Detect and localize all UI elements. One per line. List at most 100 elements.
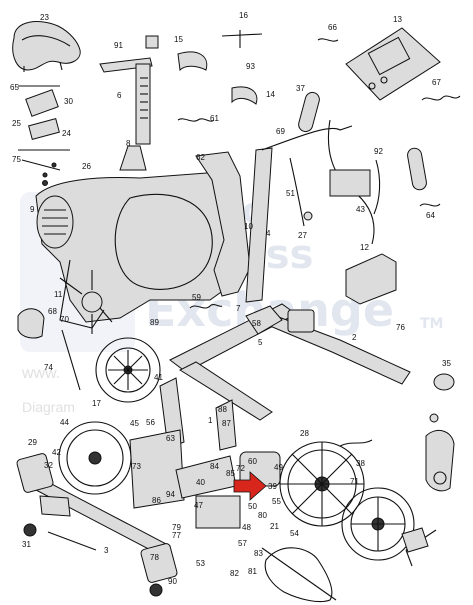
rear-bracket	[287, 309, 315, 333]
callout-1: 1	[208, 416, 213, 425]
callout-43: 43	[356, 205, 365, 214]
callout-73: 73	[132, 462, 141, 471]
callout-15: 15	[174, 35, 183, 44]
callout-70: 70	[60, 315, 69, 324]
callout-89: 89	[150, 318, 159, 327]
callout-93: 93	[246, 62, 255, 71]
callout-11: 11	[54, 290, 63, 299]
callout-24: 24	[62, 129, 71, 138]
callout-7: 7	[236, 304, 241, 313]
callout-85: 85	[226, 469, 235, 478]
callout-87: 87	[222, 419, 231, 428]
callout-27: 27	[298, 231, 307, 240]
callout-79: 79	[172, 523, 181, 532]
callout-12: 12	[360, 243, 369, 252]
callout-80: 80	[258, 511, 267, 520]
right-pedal	[401, 429, 455, 567]
callout-35: 35	[442, 359, 451, 368]
callout-30: 30	[64, 97, 73, 106]
callout-50: 50	[248, 502, 257, 511]
callout-65: 65	[10, 83, 19, 92]
seat-bracket	[18, 85, 70, 186]
right-shroud	[195, 151, 251, 297]
callout-78: 78	[150, 553, 159, 562]
callout-81: 81	[248, 567, 257, 576]
callout-66: 66	[328, 23, 337, 32]
callout-68: 68	[48, 307, 57, 316]
callout-92: 92	[374, 147, 383, 156]
console	[345, 27, 441, 101]
callout-76: 76	[396, 323, 405, 332]
callout-23: 23	[40, 13, 49, 22]
callout-90: 90	[168, 577, 177, 586]
callout-42: 42	[52, 448, 61, 457]
callout-53: 53	[196, 559, 205, 568]
left-crank	[59, 270, 113, 334]
upper-bracket	[221, 30, 263, 48]
callout-17: 17	[92, 399, 101, 408]
callout-9: 9	[30, 205, 35, 214]
callout-54: 54	[290, 529, 299, 538]
callout-69: 69	[276, 127, 285, 136]
callout-44: 44	[60, 418, 69, 427]
callout-32: 32	[44, 461, 53, 470]
callout-88: 88	[218, 405, 227, 414]
callout-6: 6	[117, 91, 122, 100]
highlight-arrow	[233, 471, 267, 501]
callout-2: 2	[352, 333, 357, 342]
callout-21: 21	[270, 522, 279, 531]
watermark-trademark: TM	[420, 316, 443, 332]
callout-84: 84	[210, 462, 219, 471]
flywheel-left	[95, 337, 161, 403]
handlebar-cap-right	[231, 86, 258, 105]
callout-47: 47	[194, 501, 203, 510]
callout-51: 51	[286, 189, 295, 198]
callout-38: 38	[356, 459, 365, 468]
callout-62: 62	[196, 153, 205, 162]
callout-60: 60	[248, 457, 257, 466]
callout-28: 28	[300, 429, 309, 438]
callout-67: 67	[432, 78, 441, 87]
callout-8: 8	[126, 139, 131, 148]
callout-14: 14	[266, 90, 275, 99]
callout-94: 94	[166, 490, 175, 499]
callout-57: 57	[238, 539, 247, 548]
callout-37: 37	[296, 84, 305, 93]
callout-13: 13	[393, 15, 402, 24]
callout-82: 82	[230, 569, 239, 578]
callout-25: 25	[12, 119, 21, 128]
callout-41: 41	[154, 373, 163, 382]
seat-post	[99, 35, 159, 145]
wire-harnesses	[177, 38, 461, 309]
callout-10: 10	[244, 222, 253, 231]
watermark-website: www.	[21, 365, 60, 382]
callout-72: 72	[236, 464, 245, 473]
bearing-pad	[245, 305, 283, 335]
handlebar-cap-left	[177, 51, 208, 72]
adjust-knob	[119, 145, 147, 171]
callout-39: 39	[268, 482, 277, 491]
callout-59: 59	[192, 293, 201, 302]
drive-belt	[264, 547, 333, 603]
watermark-tagline: Diagram	[22, 399, 75, 415]
callout-40: 40	[196, 478, 205, 487]
callout-86: 86	[152, 496, 161, 505]
callout-26: 26	[82, 162, 91, 171]
pulse-sensor	[345, 253, 397, 305]
callout-labels: 1234567891011121314151617212324252627282…	[10, 11, 451, 586]
tension-cable	[339, 439, 373, 447]
flywheel-lower-left	[58, 421, 132, 495]
callout-61: 61	[210, 114, 219, 123]
callout-63: 63	[166, 434, 175, 443]
callout-75: 75	[12, 155, 21, 164]
callout-49: 49	[274, 463, 283, 472]
base-frame	[16, 453, 178, 597]
callout-74: 74	[44, 363, 53, 372]
drive-belt-edge	[261, 547, 337, 601]
left-shroud	[35, 171, 241, 329]
callout-71: 71	[350, 477, 359, 486]
handlebar-assembly	[245, 91, 427, 303]
right-stabilizer	[429, 373, 455, 423]
callout-5: 5	[258, 338, 263, 347]
